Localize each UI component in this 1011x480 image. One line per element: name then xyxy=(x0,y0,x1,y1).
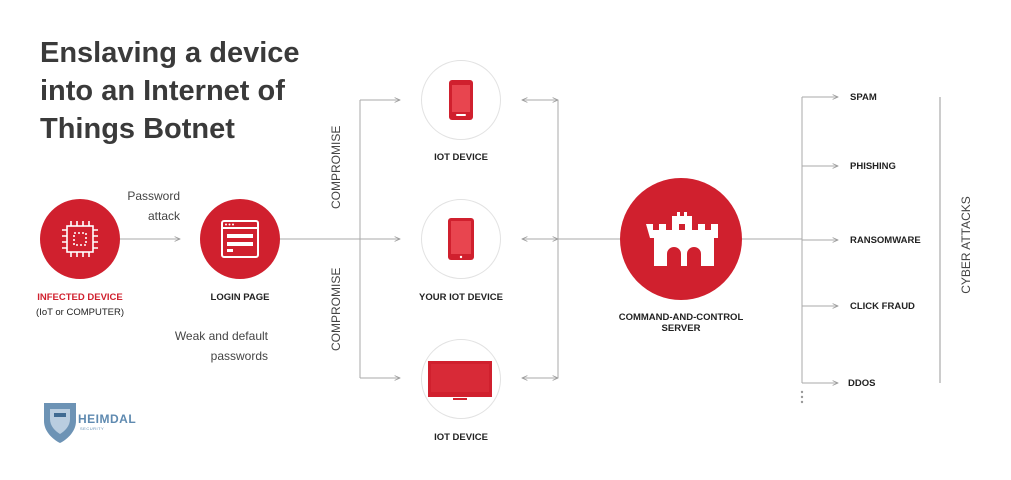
chip-icon xyxy=(62,221,98,257)
infected-device-node xyxy=(40,199,120,279)
weak-passwords-note: Weak and default passwords xyxy=(150,326,268,366)
server-label-line2: SERVER xyxy=(661,323,701,334)
infected-device-sublabel: (IoT or COMPUTER) xyxy=(36,307,124,318)
command-control-server-node xyxy=(620,178,742,300)
tv-monitor-icon xyxy=(428,361,492,400)
password-attack-line1: Password xyxy=(127,189,180,203)
weak-passwords-line2: passwords xyxy=(210,349,268,363)
heimdal-logo: HEIMDAL SECURITY xyxy=(40,397,150,445)
compromise-label-bottom: COMPROMISE xyxy=(329,267,343,351)
castle-icon xyxy=(646,212,718,266)
attack-item: PHISHING xyxy=(850,161,896,172)
login-page-label: LOGIN PAGE xyxy=(210,292,270,303)
compromise-label-top: COMPROMISE xyxy=(329,125,343,209)
helmet-logo-icon xyxy=(44,403,76,443)
cyber-attacks-heading: CYBER ATTACKS xyxy=(959,196,973,294)
smartphone-icon xyxy=(449,80,473,120)
login-window-icon xyxy=(221,220,259,258)
diagram-title: Enslaving a device into an Internet of T… xyxy=(40,37,300,145)
attack-item: SPAM xyxy=(850,92,877,103)
iot-device-top-node xyxy=(421,60,501,140)
iot-device-bottom-label: IOT DEVICE xyxy=(434,432,488,443)
infected-device-label: INFECTED DEVICE xyxy=(37,292,123,303)
your-iot-device-label: YOUR IOT DEVICE xyxy=(419,292,503,303)
attack-item: CLICK FRAUD xyxy=(850,301,915,312)
ellipsis-dots xyxy=(800,390,804,404)
attack-item: RANSOMWARE xyxy=(850,235,921,246)
password-attack-line2: attack xyxy=(147,209,180,223)
login-page-node xyxy=(200,199,280,279)
attack-item: DDOS xyxy=(848,378,876,389)
your-iot-device-node xyxy=(421,199,501,279)
logo-name: HEIMDAL xyxy=(78,412,137,426)
logo-sub: SECURITY xyxy=(80,426,105,431)
password-attack-note: Password attack xyxy=(100,186,180,226)
iot-device-bottom-node xyxy=(421,339,501,419)
server-label: COMMAND-AND-CONTROL SERVER xyxy=(601,312,761,334)
weak-passwords-line1: Weak and default xyxy=(174,329,268,343)
server-label-line1: COMMAND-AND-CONTROL xyxy=(618,312,744,323)
iot-device-top-label: IOT DEVICE xyxy=(434,152,488,163)
tablet-icon xyxy=(448,218,474,260)
